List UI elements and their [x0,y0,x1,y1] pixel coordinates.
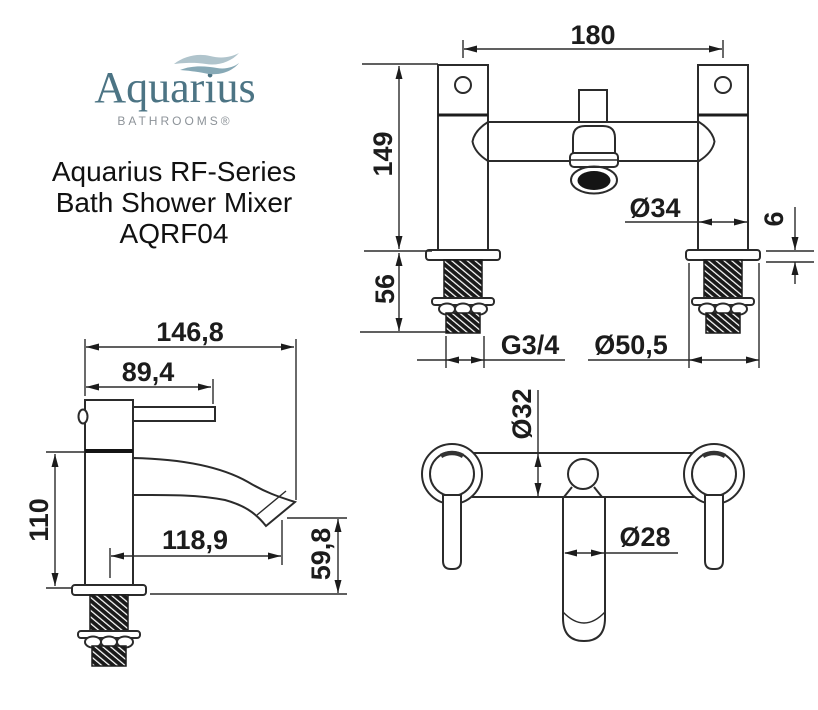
handle-lever [132,406,216,422]
dim-thread-size: G3/4 [417,330,565,368]
side-view: 146,8 89,4 110 [24,317,347,667]
dim-label-g34: G3/4 [501,330,560,360]
cartridge-joint [85,449,133,453]
plan-spout-body [562,496,606,643]
aerator-opening [577,171,611,190]
dim-label-32: Ø32 [507,388,537,439]
base-flange [71,584,147,596]
brand-name: Aquarius [94,63,256,112]
dim-tail-length: 56 [360,253,446,333]
brand-tagline: BATHROOMS® [117,114,233,128]
tail-thread-upper [89,594,129,633]
dim-handle-reach: 89,4 [86,357,214,404]
dim-label-28: Ø28 [619,522,670,552]
dim-tap-centres: 180 [462,20,724,58]
dim-spout-reach: 118,9 [109,520,283,578]
brand-logo: Aquarius BATHROOMS® [30,50,320,128]
dim-pillar-diameter: Ø34 [625,193,747,226]
left-handle-screw [454,76,472,94]
product-series: Aquarius RF-Series [51,156,297,187]
plan-diverter-knob [567,458,599,490]
dim-overall-depth: 146,8 [84,317,297,500]
product-code: AQRF04 [119,218,229,249]
handle-end-cap [77,408,89,425]
tap-body [84,399,134,586]
dim-flange-diameter: Ø50,5 [588,263,760,368]
dim-label-1468: 146,8 [156,317,224,347]
left-thread-lower [445,312,481,334]
spout [132,456,298,528]
diverter-outlet [578,89,608,123]
dim-label-598: 59,8 [306,528,336,581]
plan-left-handle-inner [429,451,475,497]
dim-label-6: 6 [759,211,789,226]
front-view: 180 149 56 [360,20,814,368]
dim-plan-body-diameter: Ø32 [507,388,542,496]
left-thread-upper [443,259,483,299]
aerator-rim [570,165,618,195]
left-flange [425,249,501,261]
right-flange [685,249,761,261]
dim-label-149: 149 [368,131,398,176]
dim-label-1189: 118,9 [162,525,228,555]
plan-view: Ø32 Ø28 [421,388,745,643]
plan-left-lever [442,494,462,570]
product-title: Aquarius RF-Series Bath Shower Mixer AQR… [14,156,334,249]
dim-label-894: 89,4 [122,357,175,387]
dim-label-34: Ø34 [629,193,680,223]
dim-label-110: 110 [24,498,54,542]
dim-label-56: 56 [370,274,400,304]
wave-icon [174,53,239,75]
dim-label-180: 180 [570,20,615,50]
tail-thread-lower [91,645,127,667]
right-thread-upper [703,259,743,299]
spout-rim-line [256,490,287,516]
spout-dome [572,125,616,156]
product-type: Bath Shower Mixer [55,187,293,218]
plan-right-handle-inner [691,451,737,497]
dim-flange-thickness: 6 [759,207,814,284]
dim-spout-drop: 59,8 [150,517,347,595]
dim-body-height: 149 [362,63,438,252]
plan-spout-seam [562,611,606,624]
dim-plan-spout-diameter: Ø28 [564,522,678,557]
dim-height: 110 [24,451,84,589]
right-thread-lower [705,312,741,334]
plan-right-lever [704,494,724,570]
right-handle-screw [714,76,732,94]
dim-label-505: Ø50,5 [594,330,668,360]
